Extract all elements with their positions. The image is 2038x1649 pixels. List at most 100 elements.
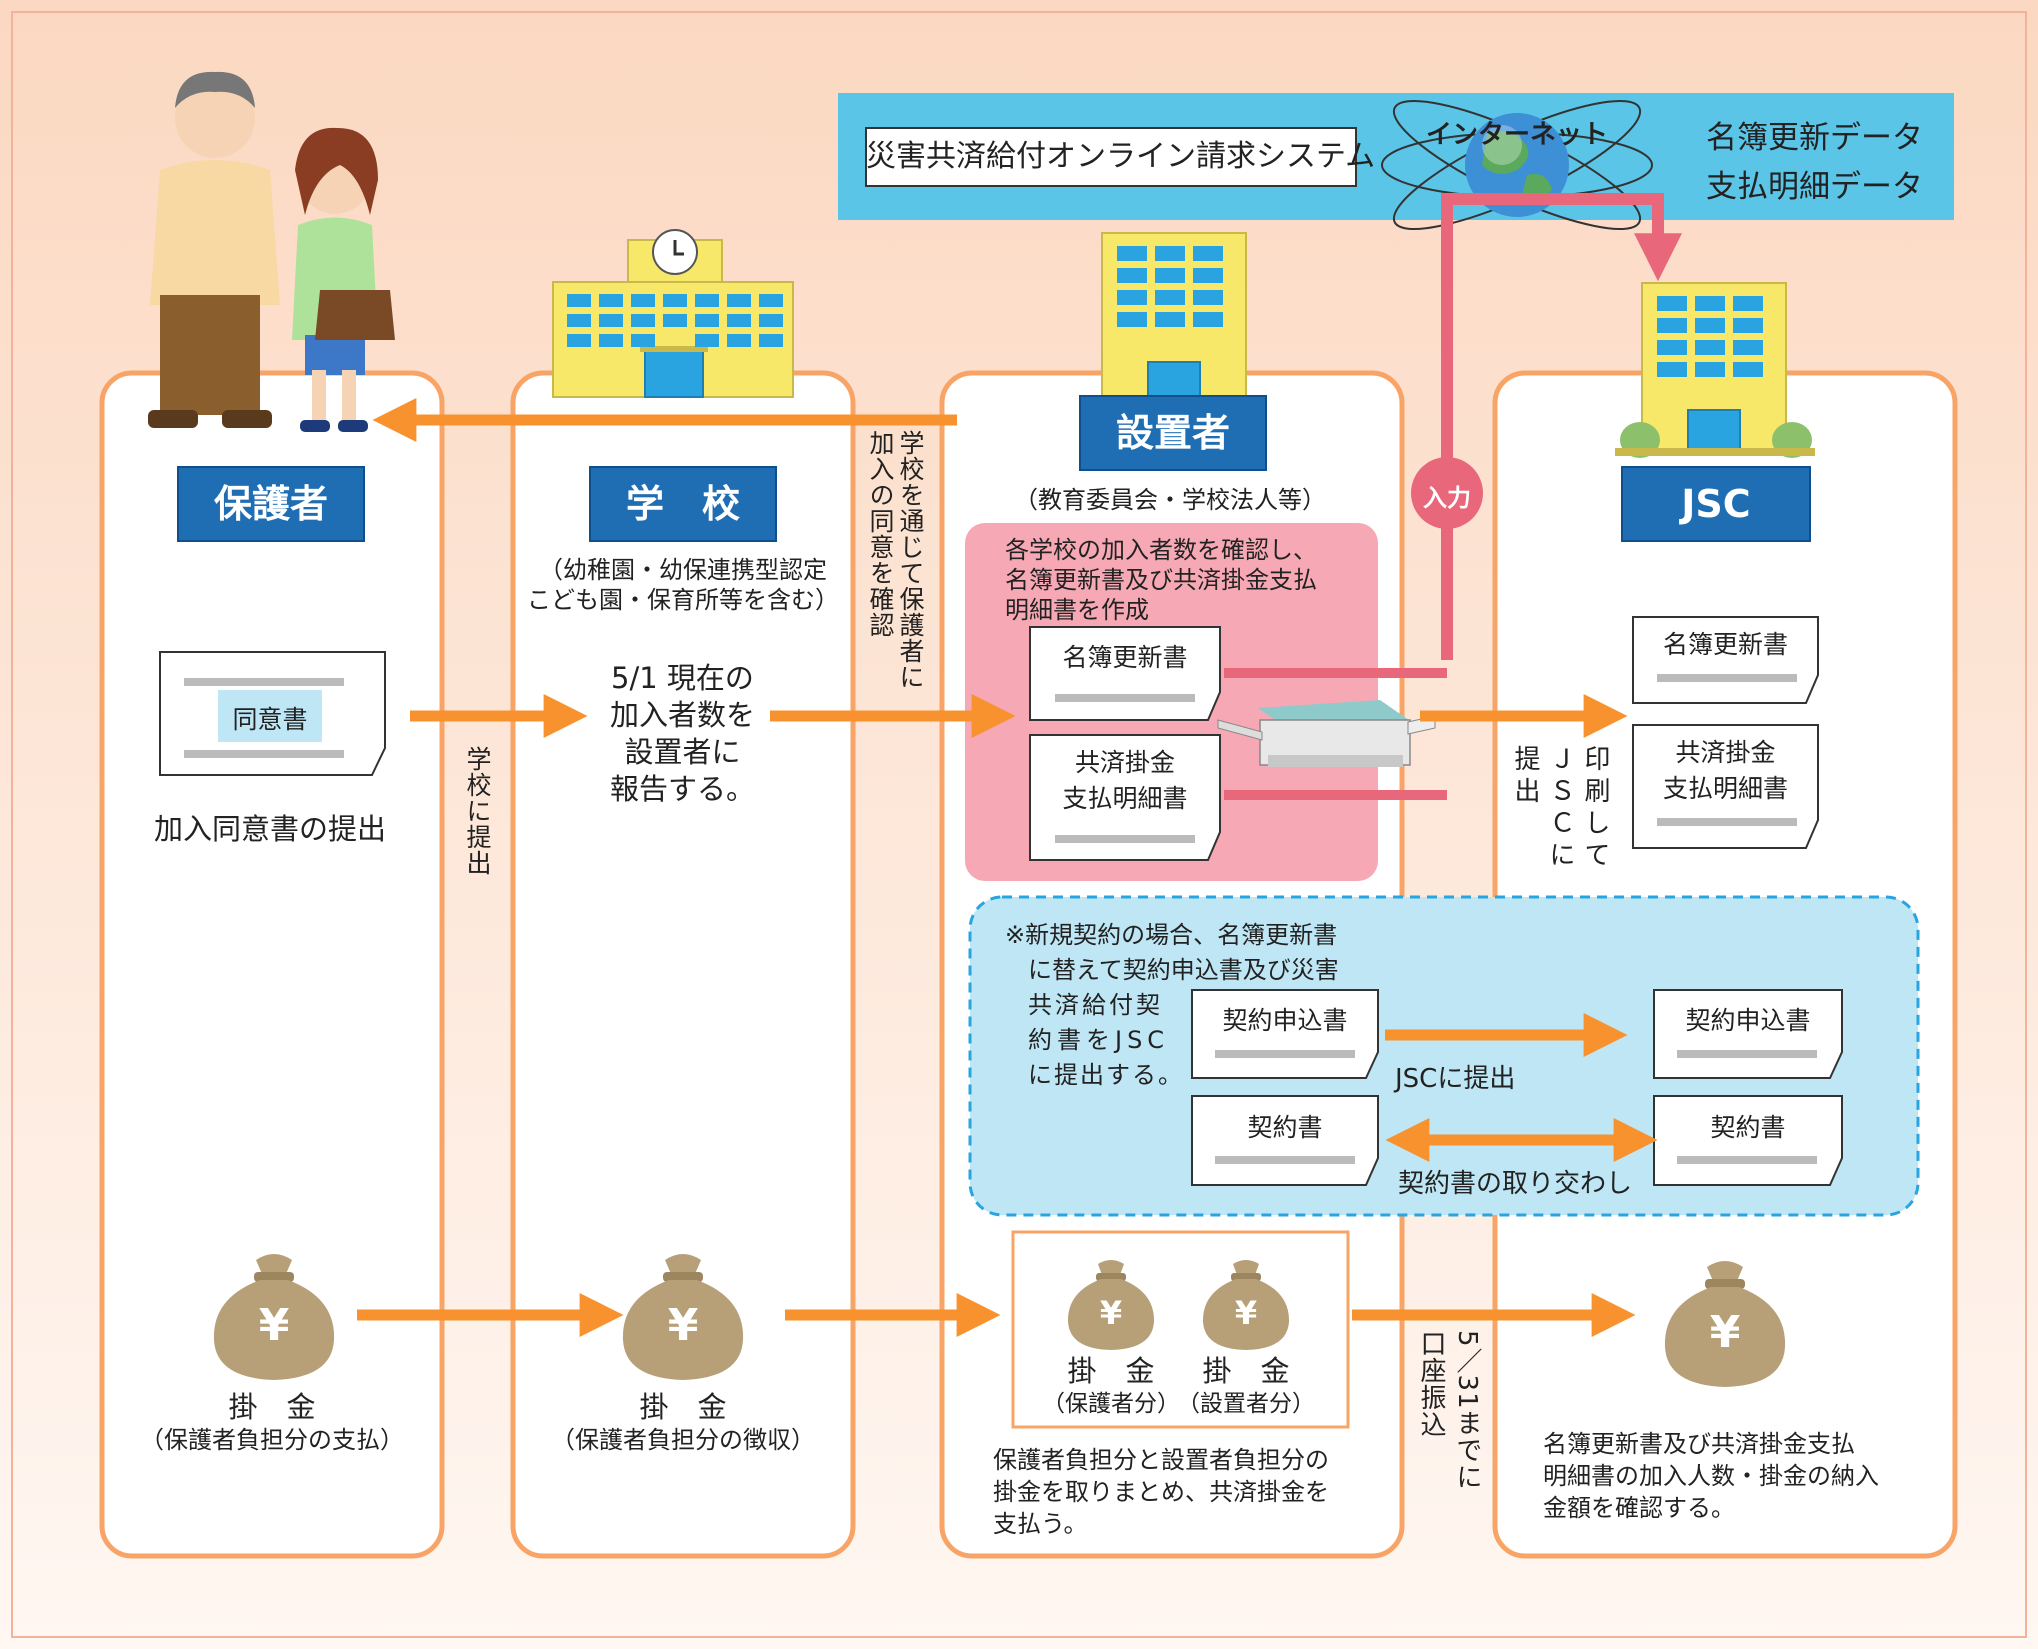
window — [1117, 246, 1147, 261]
guardian-yen: ¥ — [258, 1300, 290, 1351]
window — [1657, 362, 1687, 377]
window — [1695, 296, 1725, 311]
window — [759, 334, 783, 347]
jsc-header: JSC — [1621, 466, 1811, 542]
window — [727, 334, 751, 347]
window — [1117, 268, 1147, 283]
jsc-money-desc-3: 金額を確認する。 — [1543, 1494, 1735, 1522]
window — [759, 314, 783, 327]
report-line-1: 5/1 現在の — [611, 661, 754, 695]
school-subtitle-1: （幼稚園・幼保連携型認定 — [539, 556, 827, 584]
new-contract-note-2: に替えて契約申込書及び災害 — [1028, 956, 1339, 984]
establisher-header: 設置者 — [1079, 395, 1267, 471]
print-submit-label: 印刷して ＪＳＣに 提出 — [1510, 745, 1610, 873]
window — [1155, 312, 1185, 327]
window — [599, 314, 623, 327]
establisher-money-box — [1011, 1230, 1350, 1429]
report-line-2: 加入者数を — [609, 698, 755, 732]
window — [1155, 246, 1185, 261]
window — [1733, 362, 1763, 377]
payment-data-label: 支払明細データ — [1706, 169, 1923, 205]
internet-label: インターネット — [1425, 120, 1608, 150]
school-windows — [567, 246, 1763, 377]
jsc-application-doc: 契約申込書 — [1685, 1006, 1811, 1035]
window — [1733, 296, 1763, 311]
window — [1193, 290, 1223, 305]
school-header: 学 校 — [589, 466, 777, 542]
window — [631, 294, 655, 307]
window — [1695, 362, 1725, 377]
window — [631, 334, 655, 347]
window — [759, 294, 783, 307]
est-money-title-a: 掛 金 — [1067, 1354, 1155, 1388]
est-money-title-b: 掛 金 — [1202, 1354, 1290, 1388]
new-contract-note-5: に提出する。 — [1028, 1061, 1184, 1089]
guardian-header: 保護者 — [177, 466, 365, 542]
window — [567, 314, 591, 327]
create-docs-line-1: 各学校の加入者数を確認し、 — [1005, 536, 1317, 564]
window — [1193, 268, 1223, 283]
guardian-money-title: 掛 金 — [228, 1390, 316, 1424]
jsc-money-desc-1: 名簿更新書及び共済掛金支払 — [1543, 1430, 1855, 1458]
window — [1155, 290, 1185, 305]
consent-doc-label: 同意書 — [232, 705, 308, 734]
school-money-sub: （保護者負担分の徴収） — [551, 1426, 815, 1454]
window — [631, 314, 655, 327]
est-money-desc-1: 保護者負担分と設置者負担分の — [993, 1446, 1329, 1474]
window — [567, 294, 591, 307]
window — [567, 334, 591, 347]
input-badge — [1411, 457, 1483, 529]
submit-to-school-label: 学校に提出 — [463, 746, 492, 876]
consent-submit-label: 加入同意書の提出 — [153, 812, 386, 846]
confirm-consent-label: 学校を通じて保護者に 加入の同意を確認 — [866, 430, 925, 690]
window — [727, 294, 751, 307]
window — [663, 294, 687, 307]
window — [695, 334, 719, 347]
window — [695, 314, 719, 327]
est-contract-doc: 契約書 — [1247, 1113, 1323, 1142]
new-contract-note-1: ※新規契約の場合、名簿更新書 — [1005, 921, 1338, 949]
input-label: 入力 — [1423, 484, 1471, 512]
window — [599, 294, 623, 307]
window — [1733, 318, 1763, 333]
new-contract-note-4: 約書をJSC — [1028, 1026, 1170, 1054]
window — [1733, 340, 1763, 355]
est-money-sub-b: （設置者分） — [1177, 1391, 1315, 1417]
est-application-doc: 契約申込書 — [1222, 1006, 1348, 1035]
deadline-label: 5／31までに 口座振込 — [1416, 1330, 1482, 1491]
est-roster-doc: 名簿更新書 — [1062, 643, 1188, 672]
window — [1193, 246, 1223, 261]
school-yen: ¥ — [667, 1300, 699, 1351]
window — [1117, 290, 1147, 305]
guardian-money-sub: （保護者負担分の支払） — [140, 1426, 404, 1454]
window — [1657, 318, 1687, 333]
jsc-payment-doc: 共済掛金 支払明細書 — [1662, 738, 1788, 803]
window — [1657, 296, 1687, 311]
printer-icon — [1217, 700, 1436, 767]
window — [1695, 318, 1725, 333]
report-line-4: 報告する。 — [609, 772, 755, 806]
window — [599, 334, 623, 347]
contract-exchange-label: 契約書の取り交わし — [1398, 1169, 1633, 1199]
est-money-desc-2: 掛金を取りまとめ、共済掛金を — [993, 1478, 1329, 1506]
window — [1657, 340, 1687, 355]
jsc-yen: ¥ — [1709, 1307, 1741, 1358]
jsc-roster-doc: 名簿更新書 — [1662, 630, 1788, 659]
est-yen-a: ¥ — [1099, 1294, 1123, 1332]
window — [695, 294, 719, 307]
new-contract-note-3: 共済給付契 — [1028, 991, 1163, 1019]
online-system-label: 災害共済給付オンライン請求システム — [866, 139, 1376, 174]
roster-data-label: 名簿更新データ — [1706, 120, 1923, 156]
report-line-3: 設置者に — [624, 735, 741, 769]
jsc-contract-doc: 契約書 — [1710, 1113, 1786, 1142]
est-payment-doc: 共済掛金 支払明細書 — [1062, 748, 1188, 813]
est-yen-b: ¥ — [1234, 1294, 1258, 1332]
est-money-desc-3: 支払う。 — [993, 1510, 1088, 1538]
window — [1695, 340, 1725, 355]
window — [1155, 268, 1185, 283]
parents-illustration — [148, 71, 395, 432]
create-docs-line-3: 明細書を作成 — [1005, 596, 1149, 624]
window — [727, 314, 751, 327]
